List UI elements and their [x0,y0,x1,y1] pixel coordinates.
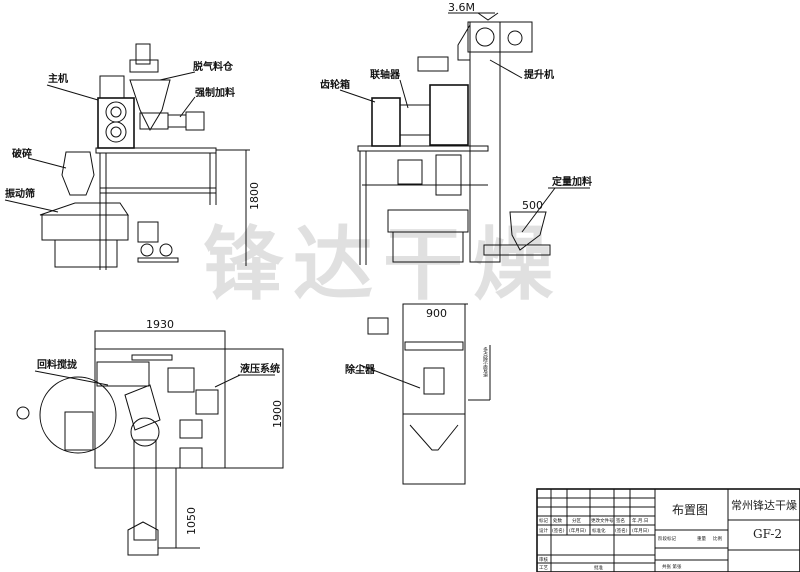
tb-zone: 分区 [572,517,581,524]
tb-approve: 批准 [594,564,603,571]
label-gearbox: 齿轮箱 [320,78,350,91]
tb-sheet: 共张 第张 [662,563,682,570]
label-dosing-feed: 定量加料 [552,175,592,188]
dim-3-6m: 3.6M [448,1,475,14]
dim-1930: 1930 [146,318,174,331]
drawing-number: GF-2 [753,527,782,541]
tb-date: 年.月.日 [632,517,648,524]
label-hydraulic-system: 液压系统 [240,362,280,375]
tb-count: 处数 [553,517,562,524]
label-coupling: 联轴器 [370,68,401,81]
label-dust-collector: 除尘器 [345,363,376,376]
tb-standard: 标准化 [592,527,606,534]
side-view: 1800 主机 脱气料仓 强制加料 破碎 振动筛 [4,43,261,270]
tb-design-date: (年月日) [569,527,586,534]
watermark: 锋达干燥 [203,218,563,311]
dim-1800: 1800 [248,182,261,210]
tb-change-doc: 更改文件号 [591,517,614,524]
plan-view: 1930 1900 1050 回料搅拢 液压系统 [16,318,284,556]
tb-scale: 比例 [713,535,722,542]
title-block: 标记 处数 分区 更改文件号 签名 年.月.日 设计 (签名) (年月日) 标准… [536,488,800,572]
dim-900: 900 [426,307,447,320]
tb-process: 工艺 [539,565,548,571]
label-return-auger: 回料搅拢 [37,358,77,371]
tb-standard-sign: (签名) [615,527,628,534]
drawing-title: 布置图 [672,503,708,517]
label-multi-point-duct: 多点除尘管道 [482,346,488,378]
tb-weight: 重量 [697,535,706,542]
label-degas-bin: 脱气料仓 [193,60,234,73]
dim-1900: 1900 [271,400,284,428]
label-vibrating-screen: 振动筛 [5,187,35,200]
label-force-feed: 强制加料 [195,86,235,99]
front-view: 3.6M 500 齿轮箱 联轴器 提升机 定量加料 [320,1,592,265]
tb-mark: 标记 [539,517,548,524]
dim-500: 500 [522,199,543,212]
dust-collector-view: 900 多点除尘管道 除尘器 [345,303,491,485]
tb-review: 审核 [539,556,548,563]
tb-standard-date: (年月日) [632,527,649,534]
label-elevator: 提升机 [524,68,554,81]
company-name: 常州锋达干燥 [731,499,797,512]
label-crusher: 破碎 [12,147,32,160]
label-main-machine: 主机 [48,72,68,85]
tb-stage-mark: 阶段标记 [658,535,676,542]
tb-design-sign: (签名) [552,527,565,534]
tb-sign: 签名 [616,517,625,524]
tb-design: 设计 [539,527,548,534]
dim-1050: 1050 [185,507,198,535]
